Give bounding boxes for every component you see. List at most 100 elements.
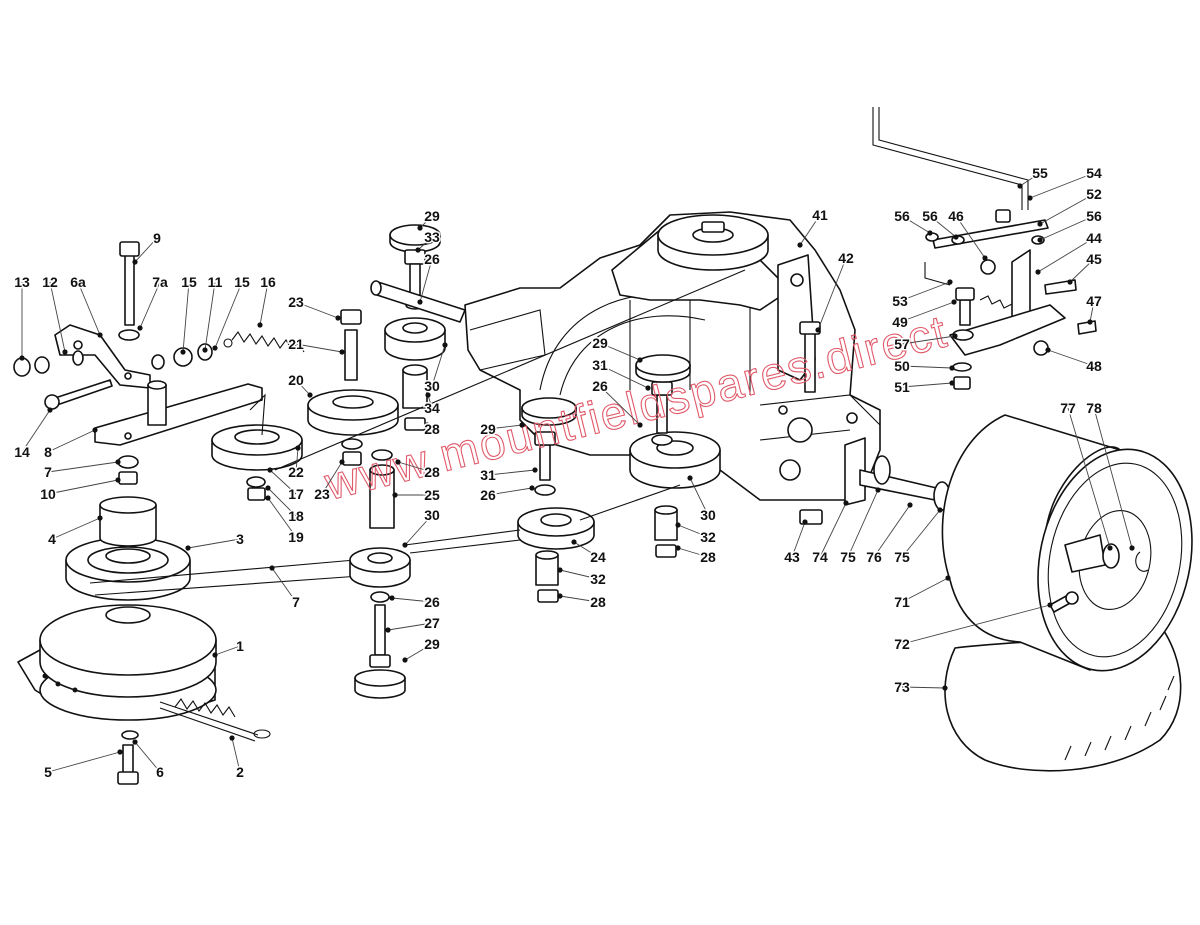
callout-leader-dot	[675, 545, 681, 551]
callout-number: 47	[1086, 293, 1102, 309]
callout-41: 41	[797, 206, 829, 248]
callout-21: 21	[287, 335, 345, 355]
callout-number: 8	[44, 444, 52, 460]
callout-leader-line	[295, 301, 339, 319]
callout-54: 54	[1027, 164, 1103, 201]
callout-leader-line	[901, 215, 931, 234]
callout-number: 6a	[70, 274, 86, 290]
callout-leader-dot	[92, 427, 98, 433]
callout-number: 7	[44, 464, 52, 480]
callout-28: 28	[557, 593, 607, 612]
output-shaft-74-76	[844, 437, 951, 511]
callout-number: 26	[592, 378, 608, 394]
callout-26: 26	[591, 377, 643, 428]
callout-number: 31	[592, 357, 608, 373]
callout-28: 28	[423, 420, 442, 439]
callout-leader-dot	[1129, 545, 1135, 551]
callout-leader-dot	[843, 500, 849, 506]
callout-leader-dot	[815, 327, 821, 333]
callout-6a: 6a	[69, 273, 103, 338]
callout-number: 78	[1086, 400, 1102, 416]
callout-4: 4	[47, 515, 103, 549]
callout-number: 7a	[152, 274, 168, 290]
callout-leader-line	[677, 547, 709, 558]
callout-44: 44	[1035, 229, 1103, 275]
callout-10: 10	[39, 477, 121, 504]
callout-number: 24	[590, 549, 606, 565]
callout-number: 21	[288, 336, 304, 352]
pulley-20	[307, 389, 399, 436]
callout-leader-dot	[229, 735, 235, 741]
callout-number: 52	[1086, 186, 1102, 202]
callout-leader-dot	[687, 475, 693, 481]
callout-leader-line	[49, 281, 66, 353]
callout-18: 18	[265, 485, 305, 526]
callout-1: 1	[212, 637, 246, 658]
callout-3: 3	[185, 530, 246, 551]
callout-leader-dot	[307, 392, 313, 398]
callout-leader-line	[404, 514, 433, 546]
callout-leader-dot	[571, 539, 577, 545]
input-pulley-fan	[611, 214, 791, 311]
callout-leader-line	[47, 751, 121, 773]
callout-leader-dot	[202, 347, 208, 353]
callout-number: 34	[424, 400, 440, 416]
callout-leader-line	[77, 281, 101, 336]
callout-5: 5	[43, 749, 123, 782]
callout-number: 53	[892, 293, 908, 309]
callout-24: 24	[571, 539, 607, 567]
callout-number: 71	[894, 594, 910, 610]
callout-leader-line	[269, 469, 297, 495]
callout-75: 75	[839, 487, 881, 567]
callout-leader-dot	[442, 342, 448, 348]
callout-leader-line	[677, 524, 709, 538]
callout-13: 13	[13, 273, 31, 361]
callout-29: 29	[402, 635, 441, 663]
callout-number: 9	[153, 230, 161, 246]
callout-leader-line	[599, 385, 641, 426]
cap-bolt-29-33	[389, 224, 441, 310]
callout-11: 11	[202, 273, 224, 353]
callout-number: 28	[590, 594, 606, 610]
hub-bush-77-78	[1049, 534, 1149, 613]
callout-leader-line	[901, 509, 941, 558]
callout-leader-line	[431, 344, 446, 387]
callout-48: 48	[1045, 347, 1103, 376]
callout-leader-dot	[115, 477, 121, 483]
callout-leader-line	[901, 335, 956, 345]
callout-leader-line	[1029, 172, 1095, 199]
callout-leader-dot	[1067, 279, 1073, 285]
callout-number: 27	[424, 615, 440, 631]
callout-leader-line	[487, 487, 533, 496]
callout-number: 29	[424, 208, 440, 224]
callout-number: 32	[700, 529, 716, 545]
callout-leader-line	[271, 567, 297, 603]
mounting-bracket-44-52	[924, 209, 1097, 390]
callout-15: 15	[180, 273, 198, 355]
callout-leader-line	[417, 236, 433, 251]
callout-number: 33	[424, 229, 440, 245]
callout-leader-line	[901, 604, 1051, 645]
callout-leader-dot	[1045, 347, 1051, 353]
callout-leader-line	[799, 214, 821, 246]
control-rod-55	[872, 107, 1029, 210]
spacer-bolt-31	[534, 381, 673, 496]
washers-12-13	[13, 350, 84, 377]
callout-74: 74	[811, 500, 849, 567]
callout-leader-dot	[269, 565, 275, 571]
callout-7: 7	[269, 565, 302, 612]
bushes-7a-15-11	[151, 343, 213, 370]
callout-56: 56	[1037, 207, 1103, 243]
bracket-6a	[54, 324, 151, 389]
callout-leader-line	[419, 258, 433, 303]
callout-number: 12	[42, 274, 58, 290]
callout-number: 26	[480, 487, 496, 503]
callout-number: 77	[1060, 400, 1076, 416]
callout-leader-dot	[797, 242, 803, 248]
callout-number: 29	[592, 335, 608, 351]
callout-leader-dot	[637, 422, 643, 428]
callout-leader-dot	[1037, 221, 1043, 227]
callout-number: 7	[292, 594, 300, 610]
